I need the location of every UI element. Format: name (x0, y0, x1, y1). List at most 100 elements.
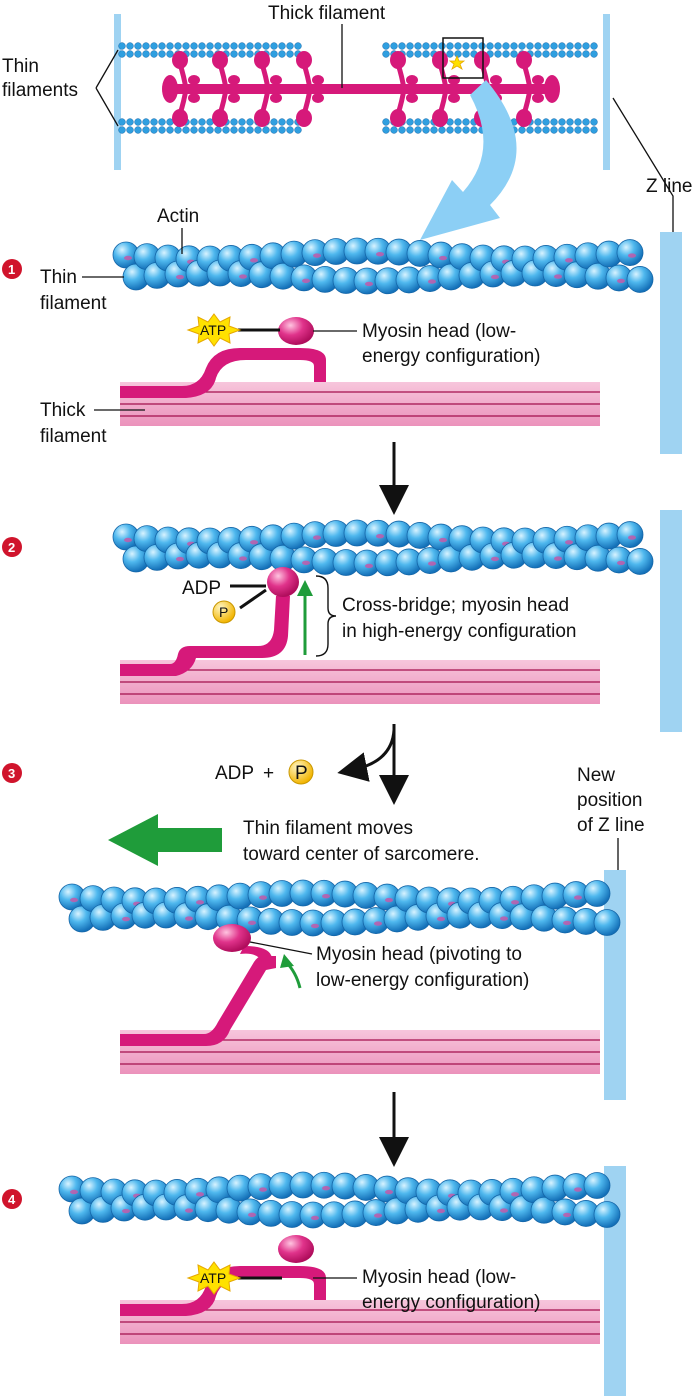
overview-actin-dot (118, 126, 126, 134)
overview-actin-dot (142, 42, 150, 50)
overview-actin-dot (246, 42, 254, 50)
step-4-myosin-label-1: Myosin head (low- (362, 1267, 516, 1288)
overview-actin-dot (150, 42, 158, 50)
overview-actin-dot (558, 126, 566, 134)
step-4-thin-filament (58, 1171, 621, 1229)
overview-myosin-head (432, 109, 448, 127)
overview-actin-dot (206, 126, 214, 134)
step-4-panel: 4 ATP Myosin head (low- energy configura… (2, 1166, 626, 1396)
step-4-actin-binding-site (311, 1215, 319, 1221)
overview-thin-filaments (118, 42, 598, 134)
step-3-actin-binding-site (385, 897, 393, 903)
overview-actin-dot (414, 42, 422, 50)
overview-actin-dot (142, 118, 150, 126)
overview-actin-dot (494, 50, 502, 58)
step-1-actin-label: Actin (157, 206, 199, 227)
overview-myosin-head (406, 75, 418, 85)
thick-filament-label: Thick filament (268, 3, 386, 24)
step-3-actin-binding-site (437, 916, 445, 922)
overview-actin-dot (574, 118, 582, 126)
step-2-z-line (660, 510, 682, 732)
step-4-actin-binding-site (70, 1189, 78, 1195)
overview-actin-dot (150, 50, 158, 58)
overview-actin-dot (134, 50, 142, 58)
overview-actin-dot (206, 50, 214, 58)
overview-actin-dot (166, 126, 174, 134)
step-4-actin-binding-site (574, 1187, 582, 1192)
step-1-actin-binding-site (491, 274, 499, 280)
step-3-actin-binding-site (70, 897, 78, 903)
step-4-actin-binding-site (437, 1208, 445, 1214)
thin-filaments-leader (95, 49, 119, 127)
overview-actin-dot (174, 126, 182, 134)
overview-actin-dot (438, 42, 446, 50)
overview-actin-dot (126, 42, 134, 50)
overview-actin-dot (238, 50, 246, 58)
overview-actin-dot (278, 118, 286, 126)
overview-actin-dot (150, 126, 158, 134)
step-1-actin-binding-site (302, 278, 310, 284)
step-3-actin-binding-site (311, 923, 319, 929)
step-3-release-plus: + (263, 763, 274, 784)
overview-myosin-head (212, 109, 228, 127)
step-2-crossbridge-label-1: Cross-bridge; myosin head (342, 595, 569, 616)
step-2-actin-binding-site (239, 556, 247, 561)
overview-actin-dot (198, 50, 206, 58)
step-2-green-arrowhead (297, 580, 313, 596)
overview-actin-dot (566, 50, 574, 58)
step-3-actin-binding-site (122, 916, 130, 922)
overview-actin-dot (142, 126, 150, 134)
overview-actin-dot (286, 42, 294, 50)
step-2-thick-filament (120, 660, 600, 704)
overview-actin-dot (254, 42, 262, 50)
overview-actin-dot (214, 42, 222, 50)
step-3-badge (2, 763, 22, 783)
overview-actin-dot (222, 126, 230, 134)
overview-actin-dot (134, 118, 142, 126)
overview-actin-dot (126, 126, 134, 134)
overview-actin-dot (118, 50, 126, 58)
overview-actin-dot (246, 50, 254, 58)
overview-actin-dot (430, 42, 438, 50)
step-4-actin-bead (593, 1201, 621, 1228)
step-2-phosphate-icon (212, 600, 236, 624)
zoom-arrow (420, 80, 517, 240)
step-2-actin-binding-site (565, 540, 573, 545)
step-2-actin-binding-site (250, 540, 258, 545)
overview-myosin-head (172, 109, 188, 127)
overview-actin-dot (126, 118, 134, 126)
step-2-actin-binding-site (617, 560, 625, 566)
step-4-z-line (604, 1166, 626, 1396)
overview-myosin-head (532, 75, 544, 85)
step-4-actin-binding-site (185, 1208, 193, 1213)
step-4-actin-binding-site (374, 1213, 382, 1218)
overview-actin-dot (518, 126, 526, 134)
overview-myosin-head (270, 93, 282, 103)
step-3-myosin-label-1: Myosin head (pivoting to (316, 944, 522, 965)
overview-actin-dot (462, 118, 470, 126)
overview-actin-dot (174, 42, 182, 50)
step-2-actin-binding-site (428, 561, 436, 566)
overview-actin-dot (406, 42, 414, 50)
overview-actin-dot (286, 50, 294, 58)
overview-actin-dot (406, 126, 414, 134)
step-2-actin-binding-site (628, 535, 636, 540)
step-3-release-p: P (295, 763, 308, 784)
step-2-actin-bead (616, 521, 644, 548)
step-2-actin-binding-site (365, 563, 373, 569)
overview-actin-dot (286, 118, 294, 126)
step-3-myosin-label-2: low-energy configuration) (316, 970, 529, 991)
overview-myosin-head (188, 93, 200, 103)
step-4-actin-binding-site (196, 1192, 204, 1197)
z-line-label: Z line (646, 176, 692, 197)
overview-actin-dot (542, 42, 550, 50)
step-3-green-pivot-arrowhead (280, 954, 294, 968)
step-3-myosin-neck-upper (240, 946, 272, 962)
step-3-actin-binding-site (374, 921, 382, 926)
overview-myosin-head (448, 75, 460, 85)
step-2-adp-label: ADP (182, 578, 221, 599)
step-4-myosin-head (278, 1235, 314, 1263)
overview-actin-dot (166, 50, 174, 58)
overview-myosin-head (212, 51, 228, 69)
